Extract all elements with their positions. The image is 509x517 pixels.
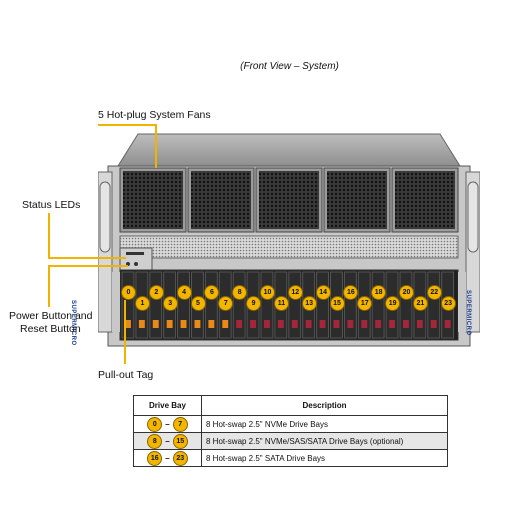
drive-bay-number-badge: 0 (121, 285, 136, 300)
drive-bay-number-badge: 20 (399, 285, 414, 300)
drive-release-tab[interactable] (152, 320, 159, 328)
callout-line-fans-drop (155, 124, 157, 168)
legend-row: 8–15 8 Hot-swap 2.5" NVMe/SAS/SATA Drive… (133, 432, 448, 450)
drive-release-tab[interactable] (305, 320, 312, 328)
drive-release-tab[interactable] (125, 320, 131, 328)
drive-bay-legend-table: Drive Bay Description 0–7 8 Hot-swap 2.5… (133, 395, 448, 467)
bay-badge-to: 7 (172, 416, 188, 432)
drive-release-tab[interactable] (180, 320, 187, 328)
drive-bay-number-badge: 12 (287, 285, 303, 300)
legend-row: 16–23 8 Hot-swap 2.5" SATA Drive Bays (133, 449, 448, 467)
figure-caption: (Front View – System) (240, 61, 339, 72)
callout-line-power-vertical (48, 265, 50, 307)
drive-release-tab[interactable] (194, 320, 201, 328)
drive-bay-number-badge: 2 (148, 285, 164, 300)
drive-release-tab[interactable] (277, 320, 284, 328)
legend-bay-range: 0–7 (133, 415, 202, 433)
drive-bay-number-badge: 14 (315, 285, 331, 300)
bay-badge-from: 16 (147, 450, 163, 466)
legend-description: 8 Hot-swap 2.5" NVMe/SAS/SATA Drive Bays… (201, 432, 448, 450)
callout-line-leds-vertical (48, 213, 50, 259)
legend-bay-range: 8–15 (133, 432, 202, 450)
drive-bay-number-badge: 18 (371, 285, 387, 300)
drive-release-tab[interactable] (138, 320, 145, 328)
drive-release-tab[interactable] (250, 320, 256, 328)
drive-release-tab[interactable] (389, 320, 395, 328)
drive-bay-number-badge: 15 (329, 296, 345, 311)
bay-badge-to: 15 (172, 433, 188, 449)
legend-header-row: Drive Bay Description (133, 395, 448, 416)
bay-badge-from: 8 (147, 433, 163, 449)
callout-system-fans: 5 Hot-plug System Fans (98, 109, 211, 121)
drive-release-tab[interactable] (264, 320, 270, 328)
range-dash: – (165, 453, 170, 463)
drive-release-tab[interactable] (347, 320, 354, 328)
brand-label-right: SUPERMICRO (465, 290, 471, 336)
drive-release-tab[interactable] (236, 320, 243, 328)
legend-row: 0–7 8 Hot-swap 2.5" NVMe Drive Bays (133, 415, 448, 433)
drive-bay-number-badge: 5 (190, 296, 206, 311)
callout-line-tag (124, 300, 126, 364)
drive-release-tab[interactable] (319, 320, 326, 328)
drive-release-tab[interactable] (403, 320, 409, 328)
legend-description: 8 Hot-swap 2.5" NVMe Drive Bays (201, 415, 448, 433)
drive-sled[interactable] (316, 271, 330, 339)
legend-bay-range: 16–23 (133, 449, 202, 467)
drive-bay-number-badge: 19 (385, 296, 401, 311)
drive-bay-number-badge: 11 (273, 296, 289, 311)
drive-release-tab[interactable] (375, 320, 382, 328)
range-dash: – (165, 436, 170, 446)
drive-bay-number-badge: 16 (343, 285, 359, 300)
drive-bay-number-badge: 6 (204, 285, 220, 300)
drive-bay-number-badge: 3 (162, 296, 178, 311)
callout-pull-out-tag: Pull-out Tag (98, 369, 154, 381)
drive-release-tab[interactable] (361, 320, 368, 328)
drive-bay-number-badge: 23 (440, 296, 456, 311)
drive-bay-number-badge: 1 (134, 296, 150, 311)
drive-sled[interactable] (260, 271, 274, 339)
drive-bay-number-badge: 10 (260, 285, 275, 300)
drive-sled[interactable] (204, 271, 218, 339)
drive-release-tab[interactable] (430, 320, 437, 328)
bay-badge-from: 0 (147, 416, 163, 432)
drive-release-tab[interactable] (166, 320, 173, 328)
legend-header-drive-bay: Drive Bay (133, 395, 202, 416)
drive-bay-number-badge: 22 (426, 285, 442, 300)
drive-release-tab[interactable] (291, 320, 298, 328)
drive-bay-number-badge: 17 (357, 296, 373, 311)
drive-bay-number-badge: 9 (246, 296, 262, 311)
drive-release-tab[interactable] (208, 320, 215, 328)
drive-release-tab[interactable] (416, 320, 423, 328)
drive-sled[interactable] (121, 271, 135, 339)
bay-badge-to: 23 (172, 450, 188, 466)
drive-bay-number-badge: 8 (232, 285, 248, 300)
callout-line-power (48, 265, 128, 267)
drive-bay-number-badge: 13 (301, 296, 317, 311)
drive-release-tab[interactable] (444, 320, 451, 328)
callout-power-reset-line2: Reset Button (20, 323, 81, 335)
legend-header-description: Description (201, 395, 448, 416)
drive-release-tab[interactable] (222, 320, 229, 328)
drive-sled[interactable] (399, 271, 413, 339)
range-dash: – (165, 419, 170, 429)
drive-release-tab[interactable] (333, 320, 340, 328)
drive-sled[interactable] (149, 271, 163, 339)
callout-status-leds: Status LEDs (22, 199, 81, 211)
legend-description: 8 Hot-swap 2.5" SATA Drive Bays (201, 449, 448, 467)
drive-sled[interactable] (288, 271, 302, 339)
callout-line-leds (48, 257, 126, 259)
drive-sled[interactable] (427, 271, 441, 339)
drive-bay-number-badge: 7 (218, 296, 234, 311)
drive-bay-number-badge: 21 (412, 296, 428, 311)
drive-sled[interactable] (343, 271, 357, 339)
callout-line-fans (98, 124, 156, 126)
callout-power-reset-line1: Power Button and (9, 310, 93, 322)
server-front-illustration (98, 133, 480, 347)
drive-bay-number-badge: 4 (176, 285, 192, 300)
drive-sled[interactable] (371, 271, 385, 339)
drive-sled[interactable] (232, 271, 246, 339)
drive-sled[interactable] (177, 271, 190, 339)
